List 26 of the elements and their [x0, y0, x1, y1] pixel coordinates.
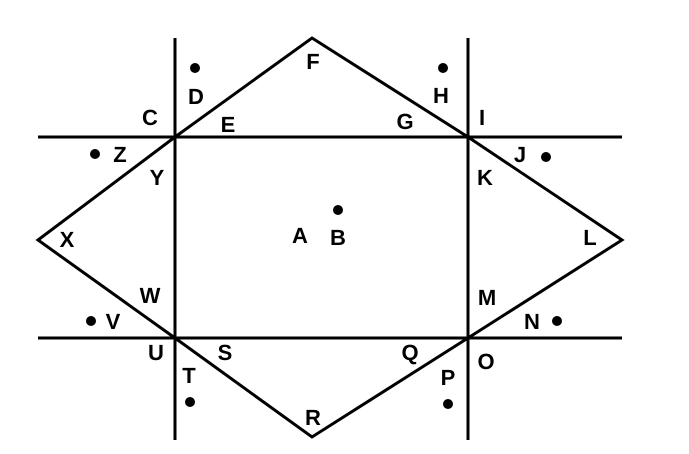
point-label: Q [401, 342, 419, 364]
point-label: Y [150, 167, 164, 189]
point-label: I [478, 107, 486, 129]
point-label: S [218, 342, 232, 364]
point-label: X [60, 229, 74, 251]
point-label: M [478, 287, 496, 309]
point-label: K [477, 167, 493, 189]
point-label: W [140, 285, 160, 307]
point-label: H [433, 85, 449, 107]
point-label: V [106, 311, 120, 333]
point-label: L [583, 227, 597, 249]
point-label: D [188, 86, 204, 108]
point-label: R [305, 407, 321, 429]
point-label: T [182, 365, 196, 387]
point-label: P [440, 367, 456, 389]
point-label: U [148, 342, 164, 364]
point-label: G [396, 111, 414, 133]
point-label: O [477, 351, 495, 373]
point-label: F [306, 51, 320, 73]
point-label: J [514, 144, 526, 166]
point-label: E [220, 114, 236, 136]
point-label: A [292, 225, 308, 247]
point-label: B [330, 227, 346, 249]
point-label: C [142, 107, 158, 129]
point-label: N [524, 311, 540, 333]
point-label: Z [113, 144, 127, 166]
